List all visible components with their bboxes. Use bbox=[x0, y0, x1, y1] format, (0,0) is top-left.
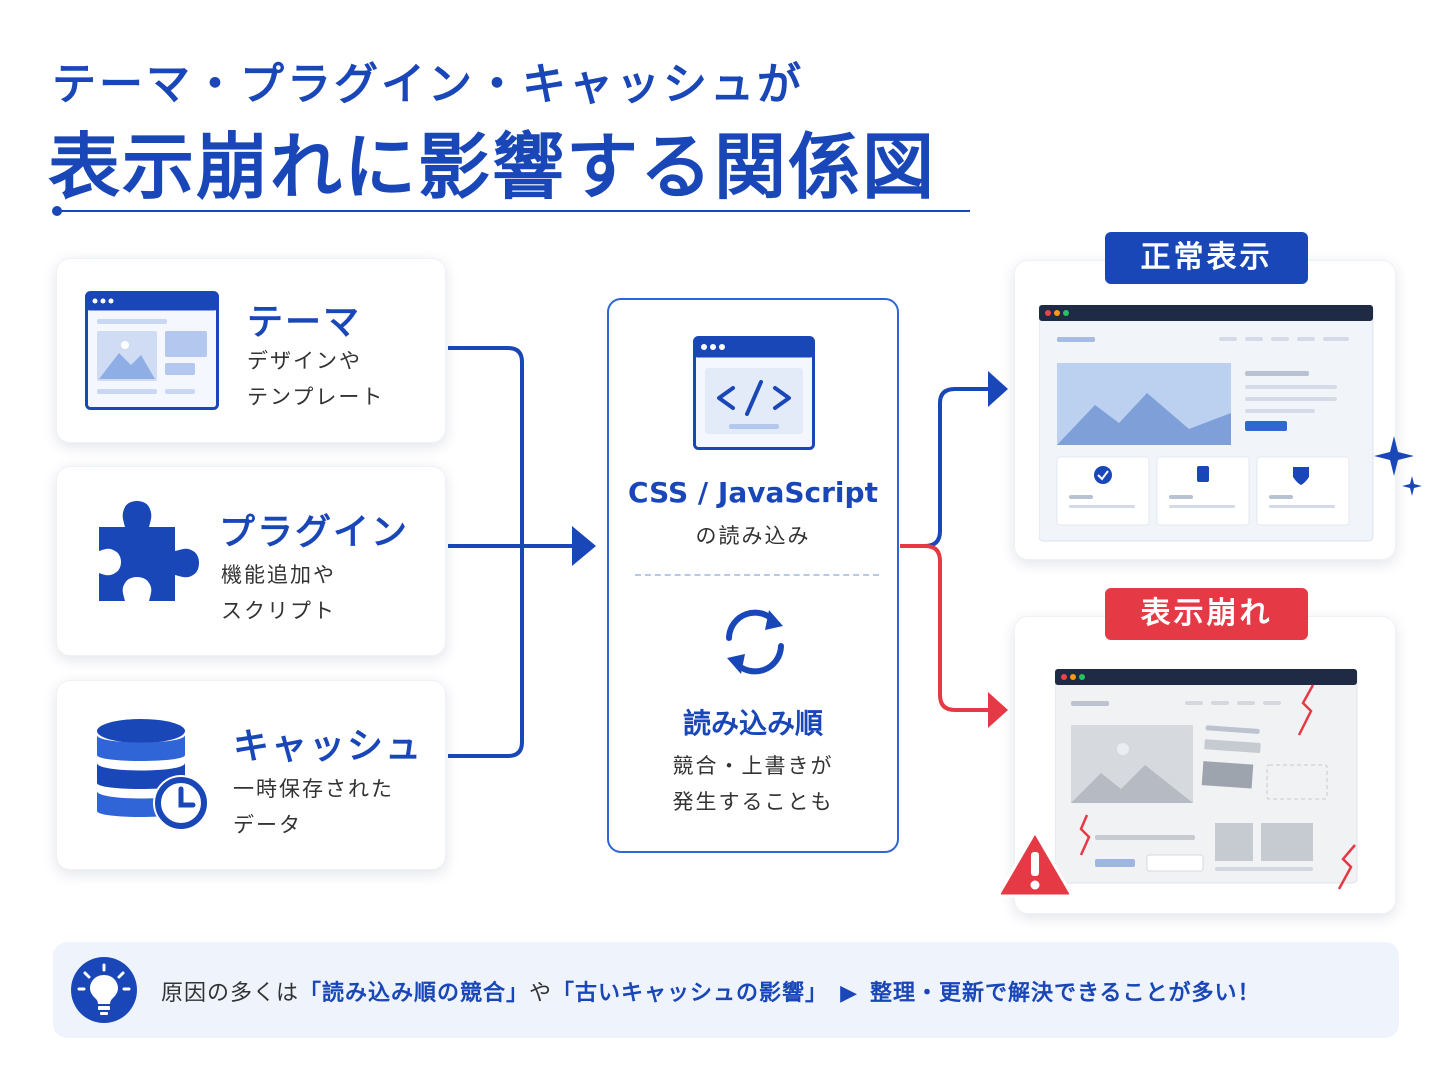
normal-webpage-illustration bbox=[1039, 305, 1374, 542]
source-desc-plugin-1: 機能追加や bbox=[221, 563, 336, 587]
center-process-card: CSS / JavaScript の読み込み 読み込み順 競合・上書きが 発生す… bbox=[607, 298, 899, 853]
broken-webpage-illustration bbox=[1055, 669, 1358, 890]
footer-text-before: 原因の多くは bbox=[161, 981, 300, 1006]
warning-icon bbox=[997, 830, 1073, 898]
source-name-cache: キャッシュ bbox=[233, 726, 424, 767]
title-line-1: テーマ・プラグイン・キャッシュが bbox=[52, 59, 804, 110]
title-underline-dot bbox=[52, 206, 62, 216]
database-clock-icon bbox=[97, 719, 209, 831]
source-card-cache: キャッシュ 一時保存された データ bbox=[56, 680, 446, 870]
result-card-normal bbox=[1014, 260, 1396, 560]
center-text-loading: の読み込み bbox=[695, 524, 811, 548]
center-heading-order: 読み込み順 bbox=[682, 707, 823, 740]
footer-quote-2: 「古いキャッシュの影響」 bbox=[552, 981, 829, 1006]
footer-conclusion: 整理・更新で解決できることが多い！ bbox=[869, 981, 1261, 1006]
footer-summary: 原因の多くは「読み込み順の競合」や「古いキャッシュの影響」 ▶ 整理・更新で解決でき… bbox=[53, 942, 1399, 1038]
footer-connector: や bbox=[529, 981, 553, 1006]
source-name-plugin: プラグイン bbox=[219, 512, 410, 553]
footer-text: 原因の多くは「読み込み順の競合」や「古いキャッシュの影響」 ▶ 整理・更新で解決でき… bbox=[161, 975, 1261, 1007]
title-underline bbox=[56, 210, 970, 212]
source-name-theme: テーマ bbox=[247, 302, 362, 343]
badge-normal-display: 正常表示 bbox=[1105, 232, 1308, 284]
source-desc-cache-2: データ bbox=[233, 813, 302, 837]
code-window-icon bbox=[693, 336, 815, 450]
source-desc-cache-1: 一時保存された bbox=[233, 777, 394, 801]
page-title: 表示崩れに影響する関係図 bbox=[48, 125, 937, 209]
sparkle-icon bbox=[1374, 436, 1422, 496]
badge-broken-display: 表示崩れ bbox=[1105, 588, 1308, 640]
source-desc-theme-1: デザインや bbox=[247, 349, 362, 373]
sync-arrows-icon bbox=[726, 609, 784, 675]
source-card-theme: テーマ デザインや テンプレート bbox=[56, 258, 446, 443]
center-divider bbox=[635, 574, 879, 576]
browser-window-icon bbox=[85, 291, 219, 410]
center-text-conflict-1: 競合・上書きが bbox=[672, 754, 834, 778]
footer-quote-1: 「読み込み順の競合」 bbox=[299, 981, 530, 1006]
result-card-broken bbox=[1014, 616, 1396, 914]
puzzle-piece-icon bbox=[99, 501, 199, 601]
lightbulb-icon bbox=[71, 957, 137, 1023]
footer-arrow-icon: ▶ bbox=[840, 981, 858, 1006]
source-desc-plugin-2: スクリプト bbox=[221, 599, 336, 623]
source-desc-theme-2: テンプレート bbox=[247, 385, 385, 409]
center-text-conflict-2: 発生することも bbox=[672, 790, 834, 814]
center-heading-css-js: CSS / JavaScript bbox=[628, 476, 878, 509]
source-card-plugin: プラグイン 機能追加や スクリプト bbox=[56, 466, 446, 656]
